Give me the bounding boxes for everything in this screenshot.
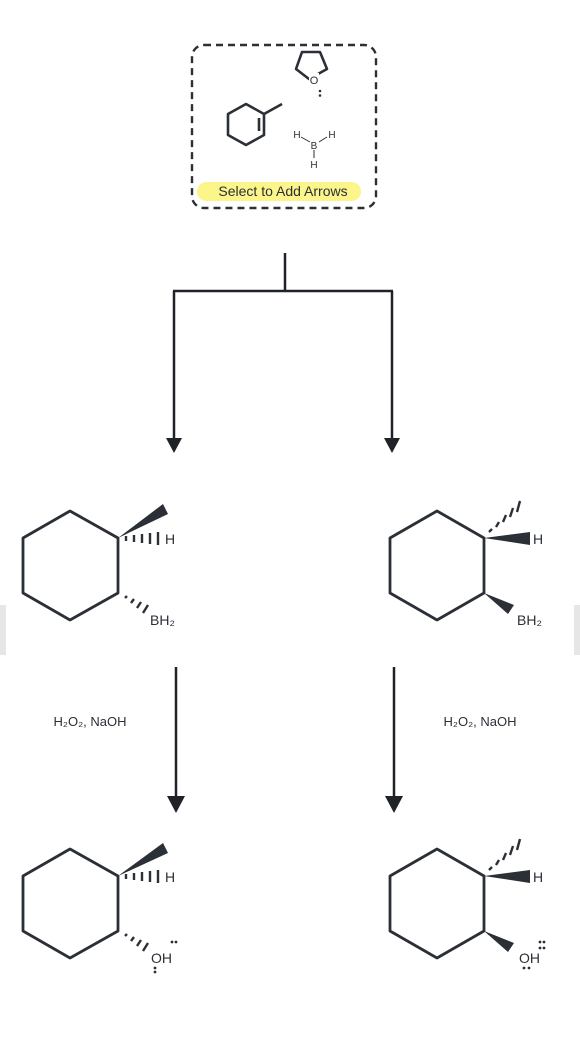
- lone-pair-dot: [527, 966, 531, 970]
- left-intermediate: H BH₂: [21, 504, 175, 628]
- lone-pair-dot: [170, 940, 174, 944]
- left-edge-shade: [0, 605, 6, 655]
- left-intermediate-bh2: BH₂: [150, 612, 175, 628]
- hash-bond: [488, 500, 522, 533]
- wedge-bond: [484, 870, 530, 883]
- right-product-oh: OH: [519, 950, 540, 966]
- right-reagent-arrowhead: [385, 796, 403, 813]
- left-product-oh: OH: [151, 950, 172, 966]
- hash-bond: [124, 933, 150, 952]
- lone-pair-dot: [522, 966, 526, 970]
- borane-h-bottom: H: [310, 160, 317, 171]
- button-highlight: [197, 182, 361, 201]
- left-product: H OH: [21, 843, 178, 974]
- lone-pair-dot: [318, 94, 322, 97]
- left-reagent-arrowhead: [167, 796, 185, 813]
- left-reagent-label: H₂O₂, NaOH: [54, 714, 127, 729]
- left-intermediate-h: H: [165, 531, 175, 547]
- wedge-bond: [484, 931, 514, 952]
- wedge-bond: [118, 504, 168, 538]
- thf-o-mask: [309, 73, 319, 86]
- right-reagent-label: H₂O₂, NaOH: [444, 714, 517, 729]
- right-arrowhead: [384, 438, 400, 453]
- branch-arrows: [172, 253, 394, 440]
- wedge-bond: [484, 532, 530, 545]
- borane-h-left: H: [293, 130, 300, 141]
- select-to-add-arrows-label: Select to Add Arrows: [218, 183, 347, 199]
- methylcyclohexene-molecule: [226, 102, 283, 147]
- select-to-add-arrows-button[interactable]: Select to Add Arrows: [197, 182, 361, 201]
- lone-pair-dot: [538, 946, 542, 950]
- thf-molecule: [294, 50, 329, 81]
- borane-molecule: H B H H: [293, 130, 335, 171]
- right-intermediate: H BH₂: [388, 500, 543, 628]
- right-product-h: H: [533, 869, 543, 885]
- lone-pair-dot: [542, 940, 546, 944]
- right-product: H OH: [388, 838, 546, 970]
- lone-pair-dot: [318, 89, 322, 93]
- right-intermediate-h: H: [533, 531, 543, 547]
- borane-b: B: [311, 141, 318, 152]
- reactant-box[interactable]: O H B H H Select to Add Arrows: [190, 43, 378, 210]
- thf-oxygen-label: O: [310, 75, 319, 87]
- left-arrowhead: [166, 438, 182, 453]
- borane-h-right: H: [328, 130, 335, 141]
- right-edge-shade: [574, 605, 580, 655]
- wedge-bond: [118, 843, 168, 876]
- hash-bond: [488, 838, 522, 871]
- hash-bond: [124, 870, 160, 883]
- lone-pair-dot: [153, 966, 157, 970]
- left-product-h: H: [165, 869, 175, 885]
- lone-pair-dot: [542, 946, 546, 950]
- hash-bond: [124, 532, 160, 545]
- lone-pair-dot: [538, 940, 542, 944]
- lone-pair-dot: [153, 970, 157, 974]
- lone-pair-dot: [174, 940, 178, 944]
- right-intermediate-bh2: BH₂: [517, 612, 542, 628]
- wedge-bond: [484, 593, 514, 614]
- hash-bond: [124, 595, 150, 614]
